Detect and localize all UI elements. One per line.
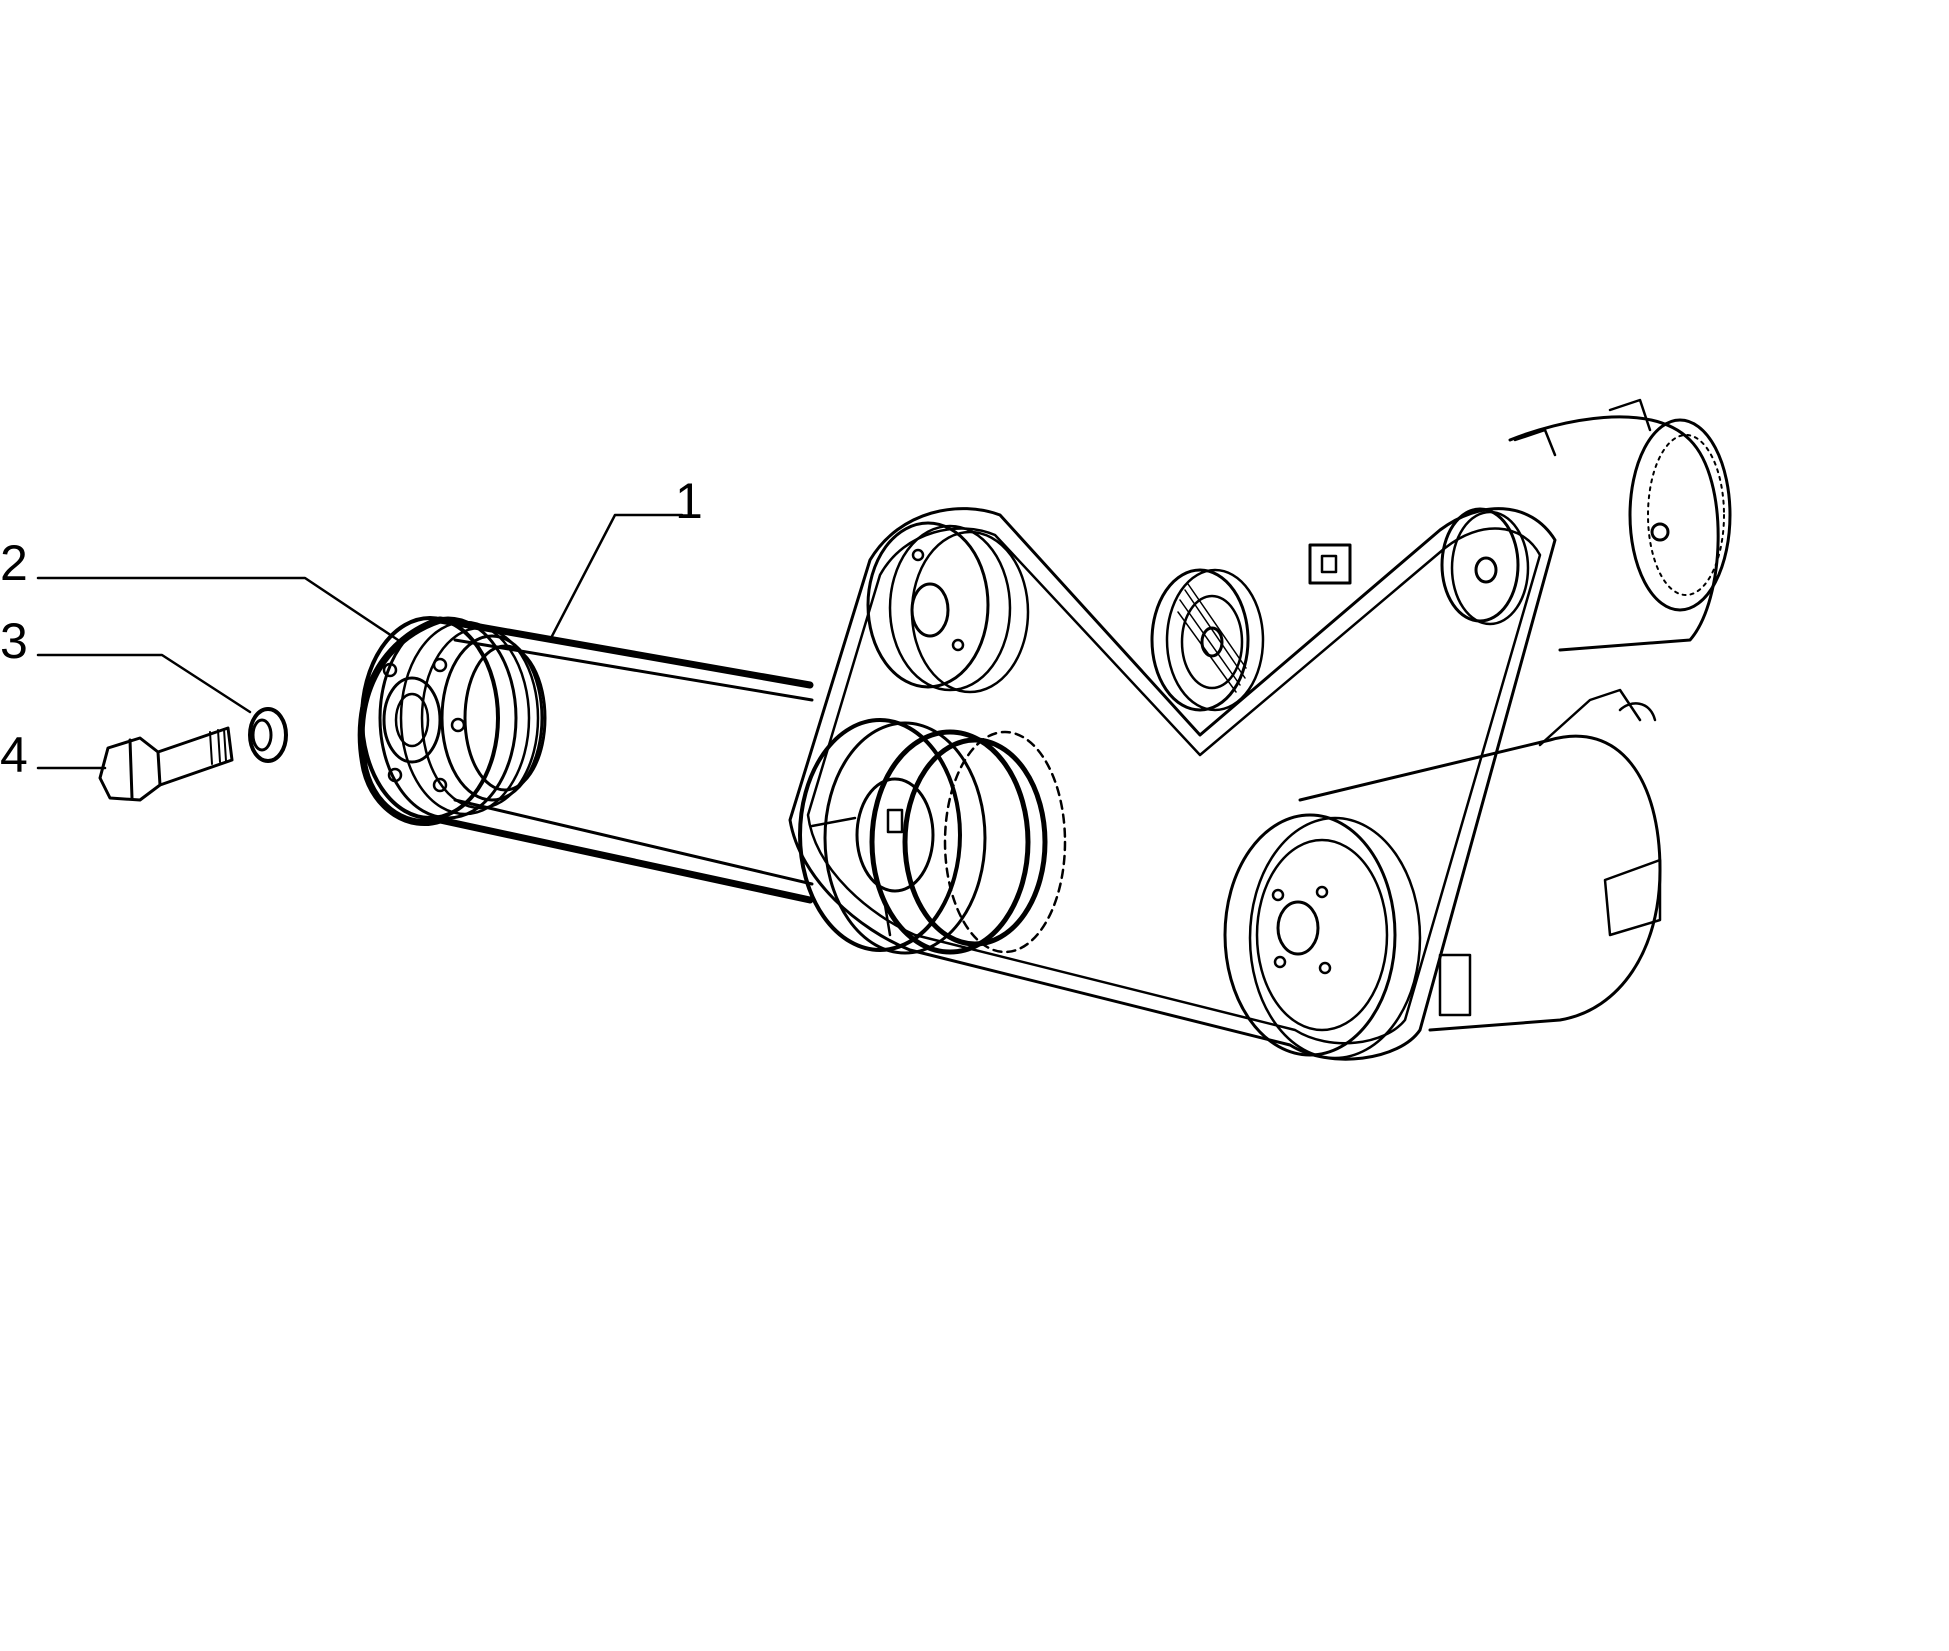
callout-label-3: 3 [0,613,28,669]
callout-label-4: 4 [0,727,28,783]
upper-idler-pulley [866,521,1030,694]
alternator [1508,398,1732,652]
ac-compressor [1223,688,1662,1060]
callout-label-1: 1 [675,473,703,529]
alternator-pulley [1440,507,1530,626]
drive-belt [357,616,814,904]
callout-leaders [36,513,684,770]
water-pump-pulley [360,616,547,820]
washer [248,707,288,763]
tensioner-pulley [1150,543,1352,712]
callout-labels: 1 2 3 4 [0,473,703,783]
callout-label-2: 2 [0,535,28,591]
bolt [98,726,234,802]
crankshaft-pulley [798,718,1067,955]
